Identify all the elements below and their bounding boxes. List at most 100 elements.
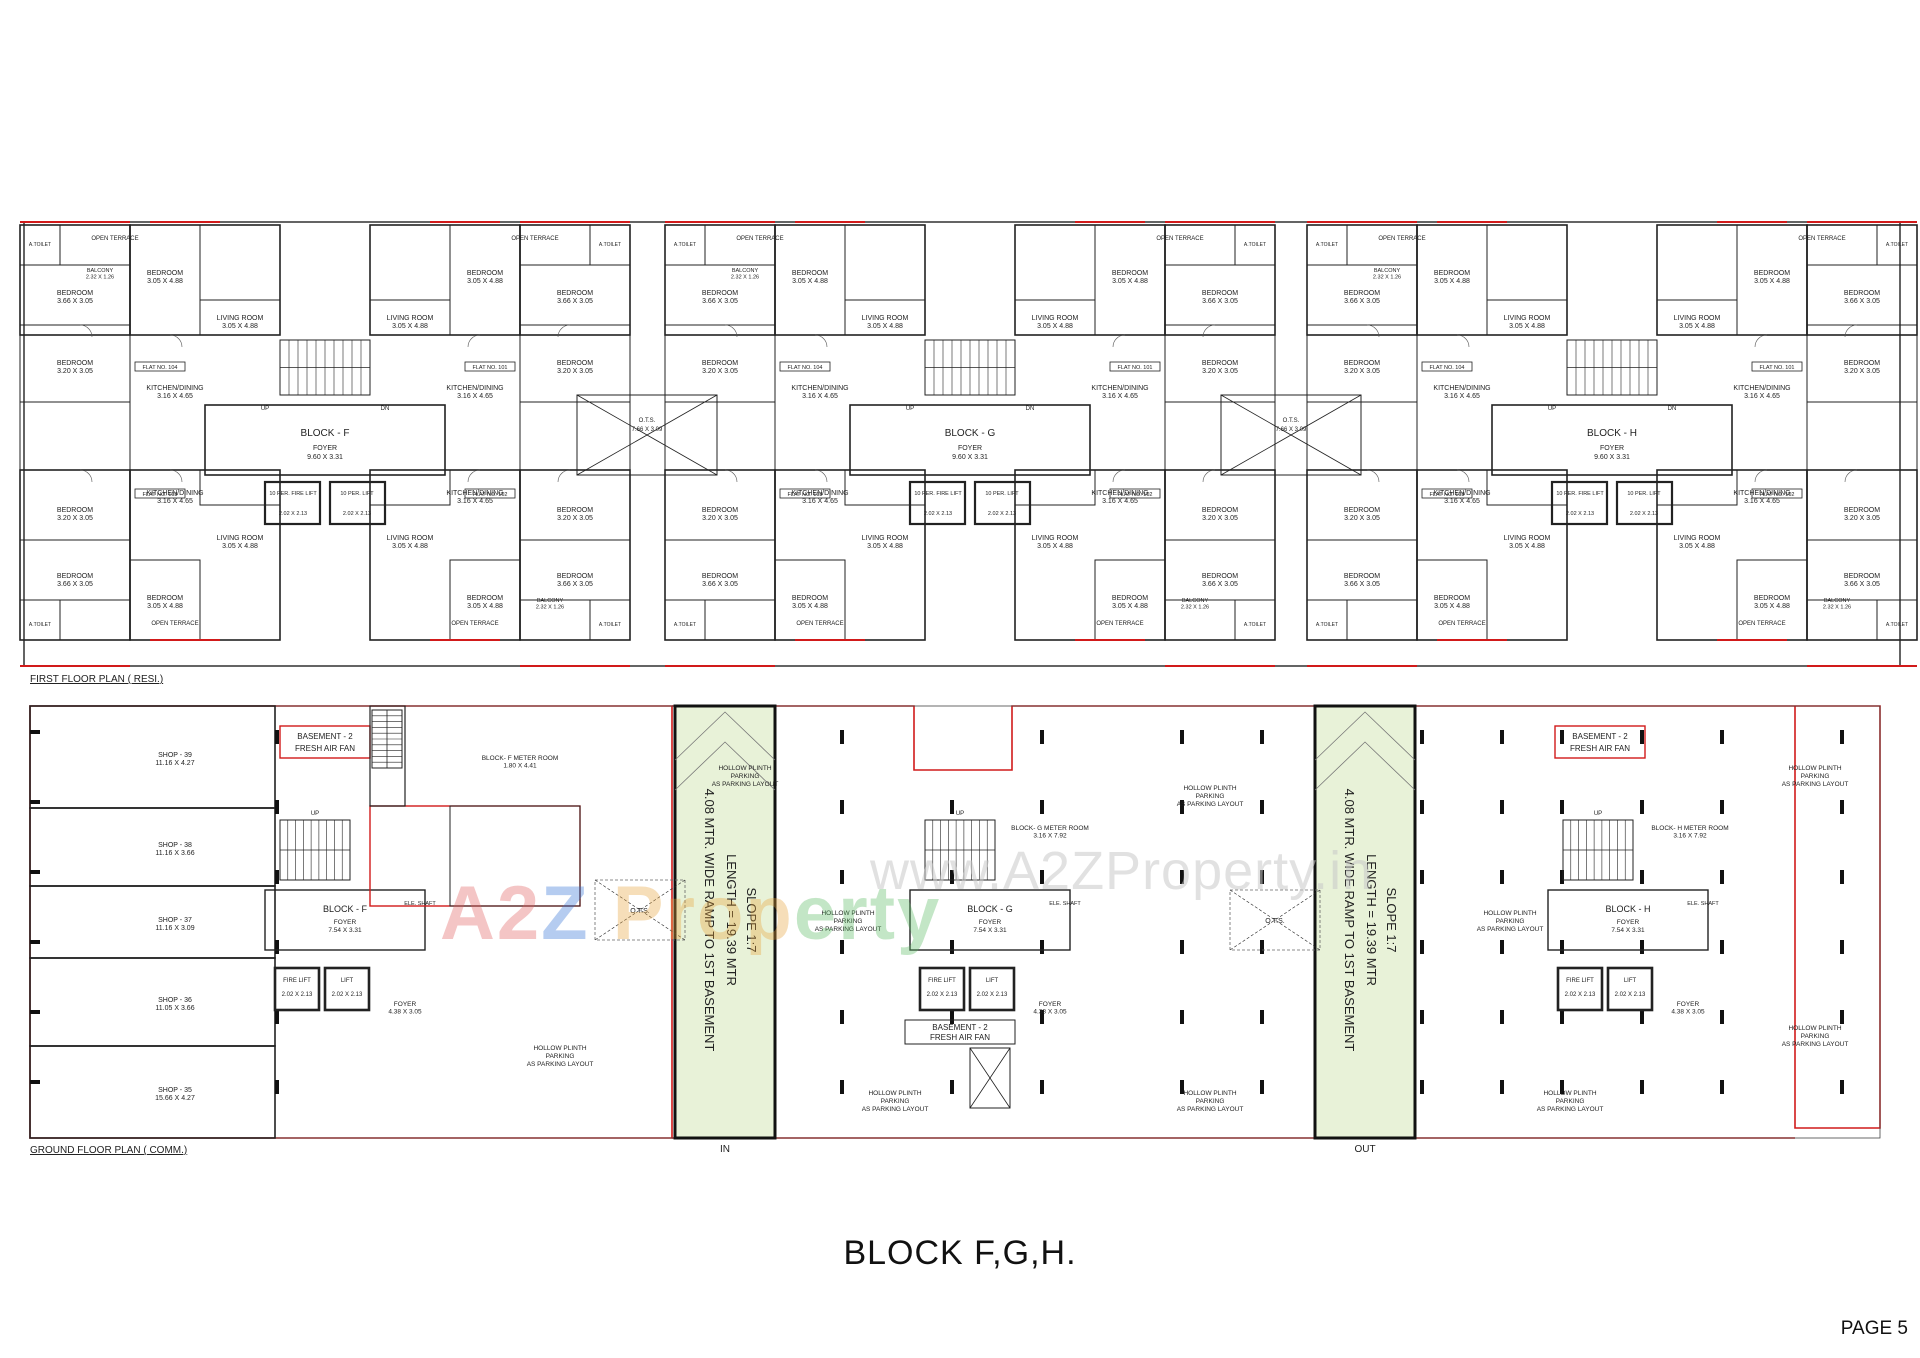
column-post (840, 940, 844, 954)
bedroom-label-size: 3.20 X 3.05 (57, 368, 93, 375)
ramp-length: LENGTH = 19.39 MTR (724, 854, 739, 986)
flat-number: FLAT NO. 102 (1118, 492, 1153, 498)
open-terrace-label: OPEN TERRACE (511, 236, 558, 242)
stair-dn-label: DN (1668, 406, 1677, 412)
ramp (1313, 704, 1417, 1140)
lift-label: 10 PER. LIFT (985, 491, 1019, 497)
parking-label: HOLLOW PLINTH (533, 1045, 586, 1052)
column-post (1560, 870, 1564, 884)
foyer-label-size: 4.38 X 3.05 (1033, 1009, 1067, 1016)
living-room-label-size: 3.05 X 4.88 (1037, 543, 1073, 550)
bedroom-label: BEDROOM (1202, 573, 1238, 580)
ramp-arrow (674, 741, 776, 791)
column-post (1500, 870, 1504, 884)
shop-label-size: 11.05 X 3.66 (155, 1005, 194, 1012)
bedroom-wall (1164, 539, 1276, 601)
kitchen-label: KITCHEN/DINING (1433, 490, 1490, 497)
foyer-label: FOYER (334, 919, 357, 926)
column-post (840, 800, 844, 814)
door-swing (79, 469, 93, 483)
ots-cross (594, 879, 686, 941)
door-swing (169, 469, 183, 483)
kitchen-label-size: 3.16 X 4.65 (1102, 393, 1138, 400)
living-room-label-size: 3.05 X 4.88 (1679, 543, 1715, 550)
kitchen-wall (1014, 469, 1096, 506)
foyer-wall (909, 889, 1071, 951)
foyer-label-size: 4.38 X 3.05 (1671, 1009, 1705, 1016)
bedroom-label: BEDROOM (1344, 507, 1380, 514)
kitchen-wall (1656, 299, 1738, 336)
parking-label: PARKING (731, 773, 760, 780)
fire-lift-shaft (1556, 966, 1604, 1012)
lift-size: 2.02 X 2.13 (343, 511, 371, 517)
bedroom-label-size: 3.20 X 3.05 (1202, 368, 1238, 375)
foyer-label: FOYER (394, 1001, 417, 1008)
open-terrace-label: OPEN TERRACE (451, 621, 498, 627)
bedroom-label: BEDROOM (1844, 360, 1880, 367)
lift-label: FIRE LIFT (928, 978, 956, 984)
living-room-label-size: 3.05 X 4.88 (222, 543, 258, 550)
bedroom-label: BEDROOM (792, 270, 828, 277)
lift-size: 2.02 X 2.13 (924, 511, 952, 517)
column-post (1640, 730, 1644, 744)
column-post (1840, 1010, 1844, 1024)
bedroom-label-size: 3.05 X 4.88 (467, 603, 503, 610)
logo-part: Z (541, 871, 590, 956)
toilet-label: A.TOILET (1244, 622, 1266, 628)
ots-void (594, 879, 686, 941)
lift-size: 2.02 X 2.13 (977, 992, 1008, 998)
parking-label: HOLLOW PLINTH (718, 765, 771, 772)
parking-label: AS PARKING LAYOUT (815, 926, 882, 933)
open-terrace-label: OPEN TERRACE (91, 236, 138, 242)
column-post (1500, 800, 1504, 814)
fresh-air-box (1554, 725, 1646, 759)
bedroom-label: BEDROOM (1844, 507, 1880, 514)
lift-shaft (1606, 966, 1654, 1012)
stair-dn-label: DN (381, 406, 390, 412)
stair-up-label: UP (956, 811, 964, 817)
ots-label: O.T.S. (1283, 418, 1300, 424)
kitchen-label-size: 3.16 X 4.65 (1744, 393, 1780, 400)
meter-room-label: BLOCK- G METER ROOM (1011, 825, 1089, 832)
ots-cross (1229, 889, 1321, 951)
toilet-label: A.TOILET (29, 622, 51, 628)
door-swing (79, 324, 93, 338)
column-post (1640, 1010, 1644, 1024)
kitchen-label-size: 3.16 X 4.65 (457, 393, 493, 400)
bedroom-label-size: 3.66 X 3.05 (702, 581, 738, 588)
bedroom-wall (1416, 224, 1488, 336)
fresh-air-label: FRESH AIR FAN (1570, 744, 1630, 753)
lift-size: 2.02 X 2.13 (282, 992, 313, 998)
fire-lift-shaft (263, 480, 322, 526)
ramp-direction: OUT (1354, 1144, 1375, 1155)
parking-label: HOLLOW PLINTH (1788, 1025, 1841, 1032)
elec-shaft-label: ELE. SHAFT (1049, 901, 1081, 907)
column-post (1040, 730, 1044, 744)
flat-plate (464, 361, 516, 372)
bedroom-label-size: 3.05 X 4.88 (147, 278, 183, 285)
foyer-size: 9.60 X 3.31 (1594, 454, 1630, 461)
column-post (1260, 1010, 1264, 1024)
living-room-label-size: 3.05 X 4.88 (392, 323, 428, 330)
column-post (840, 1010, 844, 1024)
column-post (1840, 870, 1844, 884)
lift-label: 10 PER. LIFT (1627, 491, 1661, 497)
block-name: BLOCK - H (1587, 428, 1637, 439)
open-terrace-label: OPEN TERRACE (151, 621, 198, 627)
bedroom-label-size: 3.05 X 4.88 (1754, 278, 1790, 285)
lift-label: FIRE LIFT (1566, 978, 1594, 984)
fire-lift-shaft (908, 480, 967, 526)
bedroom-label-size: 3.20 X 3.05 (1344, 515, 1380, 522)
bedroom-label-size: 3.66 X 3.05 (57, 298, 93, 305)
parking-label: HOLLOW PLINTH (1183, 785, 1236, 792)
column-post (30, 1010, 40, 1014)
column-post (1500, 1010, 1504, 1024)
lift-shaft (323, 966, 371, 1012)
bedroom-label: BEDROOM (557, 507, 593, 514)
open-terrace-label: OPEN TERRACE (736, 236, 783, 242)
stair-up-label: UP (261, 406, 269, 412)
door-swing (1456, 469, 1470, 483)
column-post (1560, 1010, 1564, 1024)
column-post (840, 730, 844, 744)
flat-plate (134, 488, 186, 499)
